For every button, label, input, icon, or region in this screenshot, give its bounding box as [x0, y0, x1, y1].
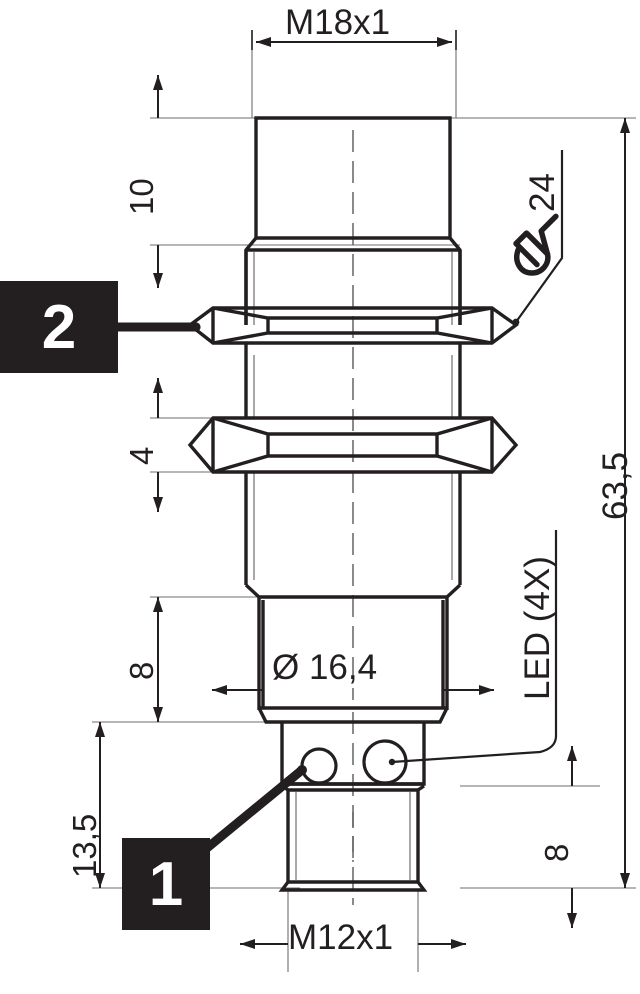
- thread-root-lines: [253, 252, 453, 580]
- callout-1-label: 1: [148, 849, 184, 919]
- callout-marker-2[interactable]: 2: [0, 281, 118, 373]
- callout-marker-1[interactable]: 1: [122, 838, 210, 930]
- wrench-icon: [513, 213, 559, 276]
- label-connector-offset: 13,5: [66, 813, 103, 878]
- m12-thread-root: [295, 792, 411, 880]
- label-hex-width: 4: [123, 446, 160, 465]
- label-top-thread: M18x1: [285, 3, 391, 42]
- dimension-lines: [95, 30, 630, 949]
- hex-nut-lower: [187, 416, 519, 474]
- label-front-length: 8: [123, 661, 160, 680]
- label-bottom-thread: M12x1: [288, 918, 394, 957]
- label-wrench-size: 24: [523, 173, 562, 212]
- extension-lines: [92, 30, 636, 972]
- label-led: LED (4X): [518, 556, 557, 700]
- label-body-diameter: Ø 16,4: [272, 648, 378, 687]
- label-connector-length: 8: [538, 843, 575, 862]
- led-housing: [280, 722, 426, 786]
- label-total-length: 63,5: [596, 451, 635, 520]
- leader-underlines: [554, 150, 564, 700]
- callout-2-label: 2: [41, 292, 77, 362]
- shank-middle: [244, 343, 462, 418]
- label-top-length: 10: [123, 178, 160, 215]
